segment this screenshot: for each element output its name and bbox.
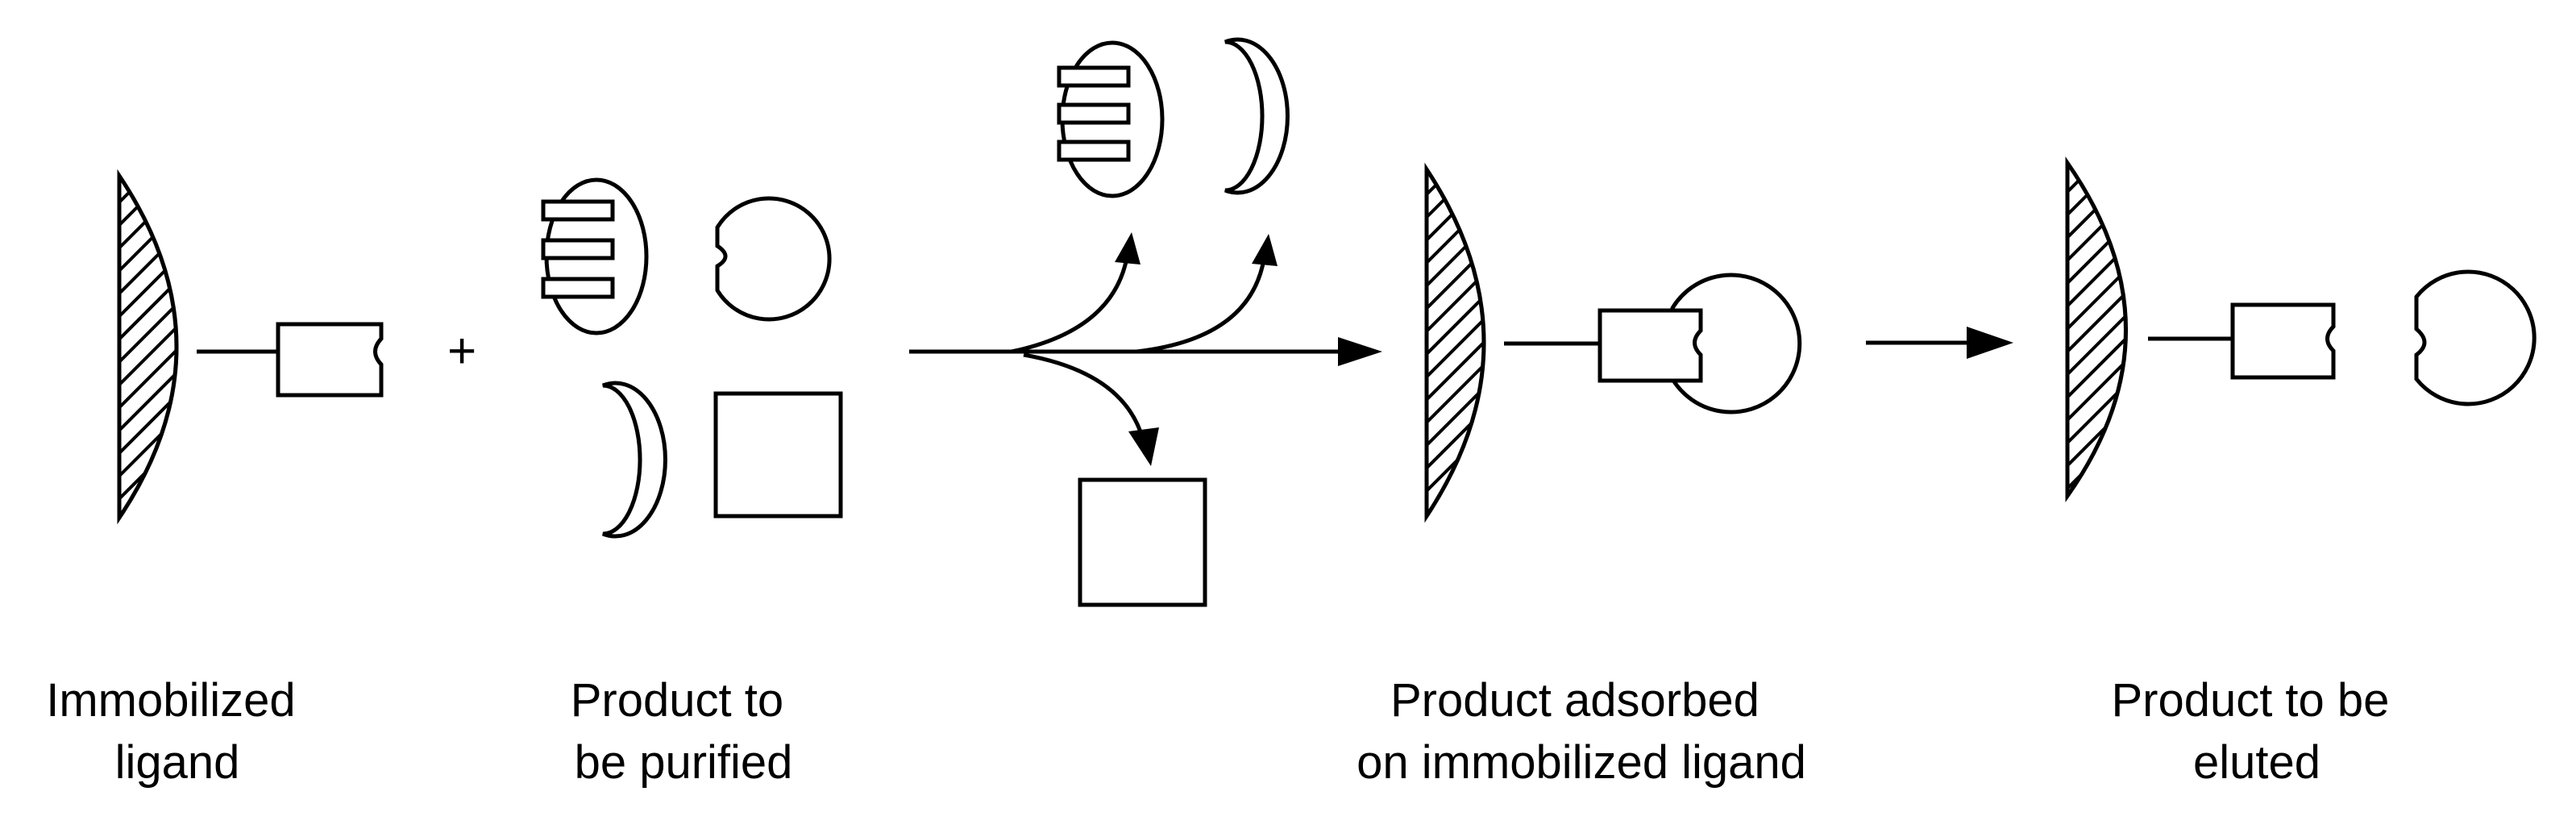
caption-product-to-be-purified: Product to be purified xyxy=(571,674,797,789)
branch-arrowhead-up-2 xyxy=(1252,234,1278,266)
target-product-1 xyxy=(715,196,832,322)
branch-arrow-down xyxy=(1023,352,1145,440)
caption-immobilized-ligand: Immobilized ligand xyxy=(46,674,309,789)
branch-arrowhead-up-1 xyxy=(1115,232,1141,265)
branch-arrowhead-down xyxy=(1128,427,1159,466)
separation-arrows xyxy=(909,232,1382,466)
caption-product-adsorbed: Product adsorbed on immobilized ligand xyxy=(1357,674,1806,789)
immobilized-ligand-group xyxy=(117,169,384,525)
solid-support-3 xyxy=(2065,156,2128,502)
branch-arrow-up-2 xyxy=(1136,259,1266,354)
main-flow-arrowhead xyxy=(1338,337,1382,366)
crescent-molecule-2 xyxy=(1224,37,1290,195)
target-product-bound xyxy=(1670,273,1802,414)
solid-support-2 xyxy=(1424,162,1486,523)
comb-molecule-2 xyxy=(1057,40,1165,198)
adsorbed-complex-group xyxy=(1424,162,1802,523)
ligand-2 xyxy=(1598,308,1703,383)
solid-support-1 xyxy=(117,169,179,525)
square-molecule-1 xyxy=(713,391,843,519)
caption-product-to-be-eluted: Product to be eluted xyxy=(2111,674,2402,789)
plus-sign: + xyxy=(447,323,476,379)
ligand-3 xyxy=(2230,302,2336,380)
crescent-molecule-1 xyxy=(602,381,667,539)
branch-arrow-up-1 xyxy=(1011,257,1129,354)
target-product-eluted xyxy=(2414,269,2537,406)
elution-arrowhead xyxy=(1967,327,2013,359)
removed-impurities-group xyxy=(1057,37,1290,607)
square-molecule-2 xyxy=(1078,477,1207,607)
eluted-group xyxy=(2065,156,2537,502)
ligand-1 xyxy=(276,322,384,398)
mixture-group xyxy=(541,177,843,539)
comb-molecule-1 xyxy=(541,177,649,335)
